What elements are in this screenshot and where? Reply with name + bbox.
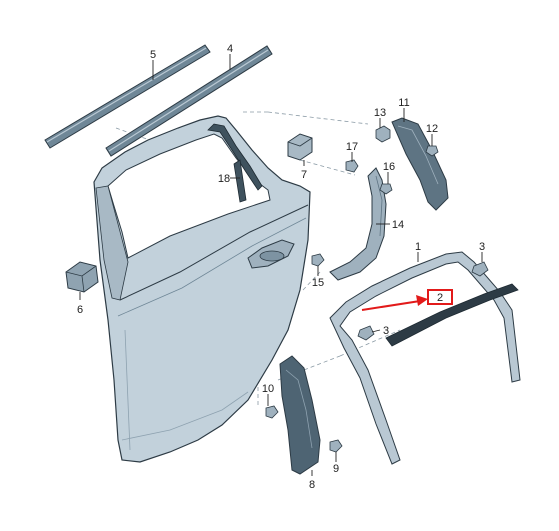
label-part-13: 13 xyxy=(374,107,386,119)
door-body xyxy=(93,115,311,463)
fasteners xyxy=(265,125,489,453)
label-part-12: 12 xyxy=(426,123,438,135)
label-part-7: 7 xyxy=(301,169,307,181)
label-part-14: 14 xyxy=(392,219,404,231)
part-8-lower-trim xyxy=(279,355,321,475)
label-part-16: 16 xyxy=(383,161,395,173)
part-1-frame-trim xyxy=(329,251,521,465)
label-part-3-lower: 3 xyxy=(383,325,389,337)
part-5-outer-window-seal xyxy=(44,44,211,149)
part-9-screw xyxy=(329,439,343,453)
label-part-9: 9 xyxy=(333,463,339,475)
label-part-10: 10 xyxy=(262,383,274,395)
label-part-2: 2 xyxy=(437,292,443,304)
label-part-11: 11 xyxy=(398,97,409,109)
part-3-clip-upper xyxy=(471,261,489,277)
label-part-8: 8 xyxy=(309,479,315,491)
label-part-4: 4 xyxy=(227,43,233,55)
label-part-6: 6 xyxy=(77,304,83,316)
label-part-15: 15 xyxy=(312,277,324,289)
part-labels: 5 4 11 13 12 17 16 14 7 18 15 6 1 3 2 3 … xyxy=(77,43,485,491)
part-11-pillar-trim xyxy=(391,117,449,211)
part-17-clip xyxy=(345,159,359,173)
part-18-run-channel xyxy=(207,123,263,203)
highlight-marker xyxy=(361,289,453,311)
leader-lines xyxy=(79,54,483,476)
part-10-clip xyxy=(265,405,279,419)
label-part-18: 18 xyxy=(218,173,230,185)
label-part-5: 5 xyxy=(150,49,156,61)
label-part-3-upper: 3 xyxy=(479,241,485,253)
part-4-window-channel xyxy=(105,45,273,157)
label-part-1: 1 xyxy=(415,241,421,253)
part-6-cap xyxy=(65,261,99,293)
part-2-seal-strip xyxy=(385,283,519,347)
part-15-screw xyxy=(311,253,325,267)
part-12-screw xyxy=(425,145,439,157)
part-13-clip xyxy=(375,125,391,143)
label-part-17: 17 xyxy=(346,141,358,153)
part-3-clip-lower xyxy=(357,325,375,341)
part-16-screw xyxy=(379,183,393,195)
part-7-bracket xyxy=(287,133,313,161)
